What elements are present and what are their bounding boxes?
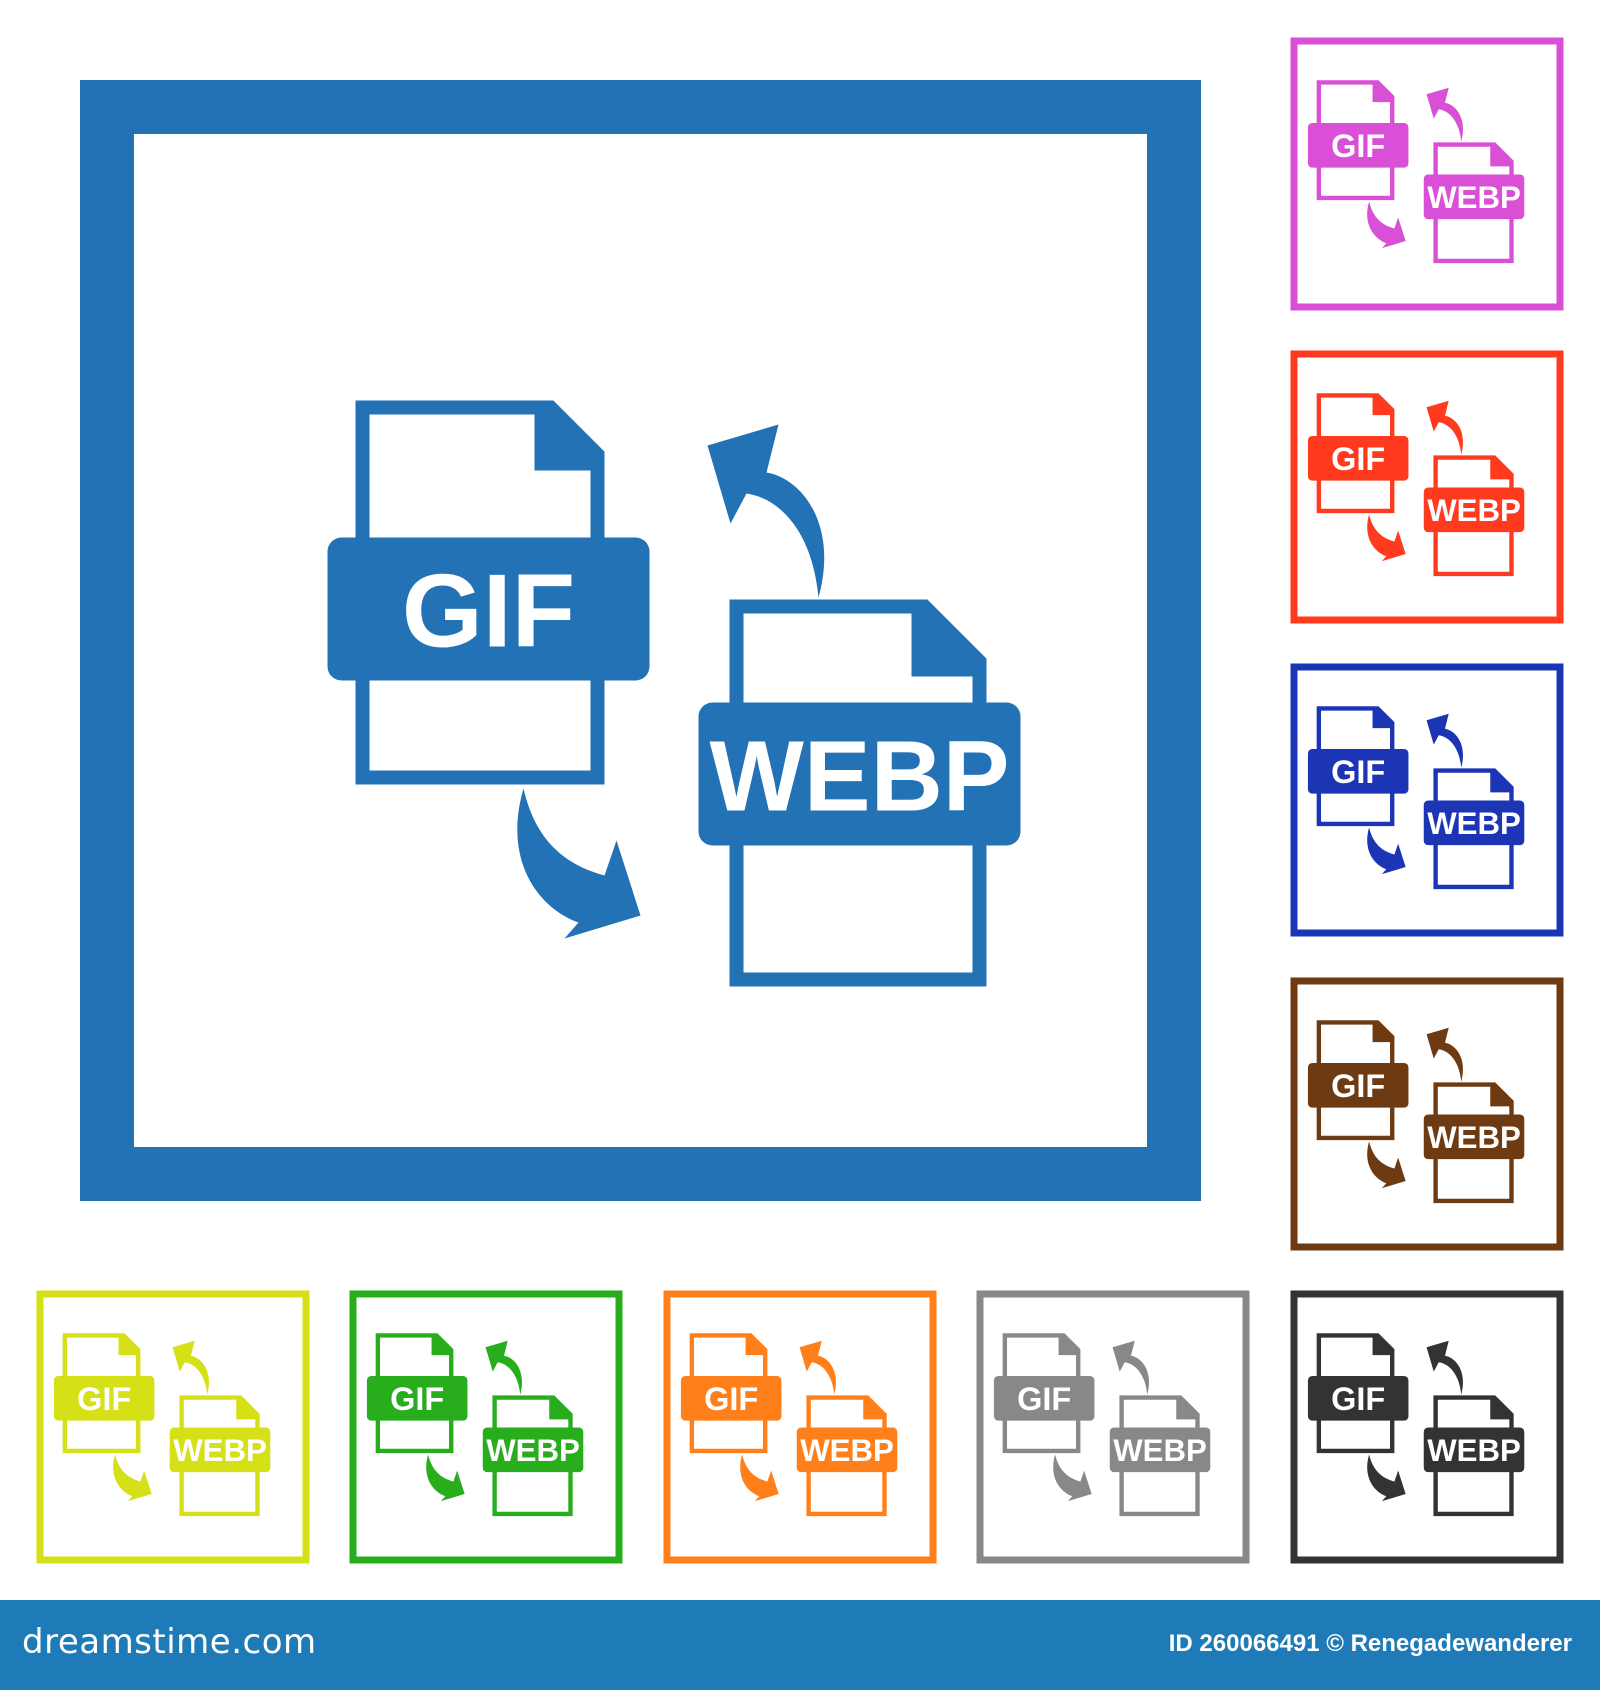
gif-label: GIF [1331, 1381, 1385, 1417]
file-convert-icon: GIF WEBP [663, 1290, 937, 1564]
gif-label: GIF [704, 1381, 758, 1417]
gif-label: GIF [390, 1381, 444, 1417]
icon-frame-green: GIF WEBP [346, 1287, 626, 1567]
webp-label: WEBP [1427, 1120, 1521, 1155]
icon-frame-red: GIF WEBP [1287, 347, 1567, 627]
footer-bar: dreamstime.com ID 260066491 © Renegadewa… [0, 1600, 1600, 1690]
image-credit: ID 260066491 © Renegadewanderer [1168, 1630, 1572, 1657]
webp-label: WEBP [1427, 1433, 1521, 1468]
file-convert-icon: GIF WEBP [349, 1290, 623, 1564]
icon-frame-orange: GIF WEBP [660, 1287, 940, 1567]
file-convert-icon: GIF WEBP [36, 1290, 310, 1564]
main-icon-frame: GIF WEBP [80, 80, 1201, 1201]
icon-frame-black: GIF WEBP [1287, 1287, 1567, 1567]
icon-frame-gray: GIF WEBP [973, 1287, 1253, 1567]
gif-label: GIF [1331, 1068, 1385, 1104]
webp-label: WEBP [710, 721, 1010, 833]
file-convert-icon: GIF WEBP [1290, 977, 1564, 1251]
webp-label: WEBP [1427, 493, 1521, 528]
gif-label: GIF [77, 1381, 131, 1417]
gif-label: GIF [402, 554, 575, 670]
icon-frame-violet: GIF WEBP [1287, 34, 1567, 314]
webp-label: WEBP [800, 1433, 894, 1468]
webp-label: WEBP [173, 1433, 267, 1468]
gif-label: GIF [1017, 1381, 1071, 1417]
icon-frame-brown: GIF WEBP [1287, 974, 1567, 1254]
file-convert-icon: GIF WEBP [80, 80, 1201, 1201]
brand-text: dreamstime.com [22, 1622, 317, 1662]
webp-label: WEBP [1113, 1433, 1207, 1468]
icon-frame-yellow: GIF WEBP [33, 1287, 313, 1567]
gif-label: GIF [1331, 128, 1385, 164]
file-convert-icon: GIF WEBP [1290, 1290, 1564, 1564]
webp-label: WEBP [1427, 180, 1521, 215]
gif-label: GIF [1331, 754, 1385, 790]
webp-label: WEBP [486, 1433, 580, 1468]
webp-label: WEBP [1427, 806, 1521, 841]
file-convert-icon: GIF WEBP [1290, 350, 1564, 624]
file-convert-icon: GIF WEBP [1290, 37, 1564, 311]
file-convert-icon: GIF WEBP [976, 1290, 1250, 1564]
icon-frame-navy: GIF WEBP [1287, 660, 1567, 940]
file-convert-icon: GIF WEBP [1290, 663, 1564, 937]
gif-label: GIF [1331, 441, 1385, 477]
